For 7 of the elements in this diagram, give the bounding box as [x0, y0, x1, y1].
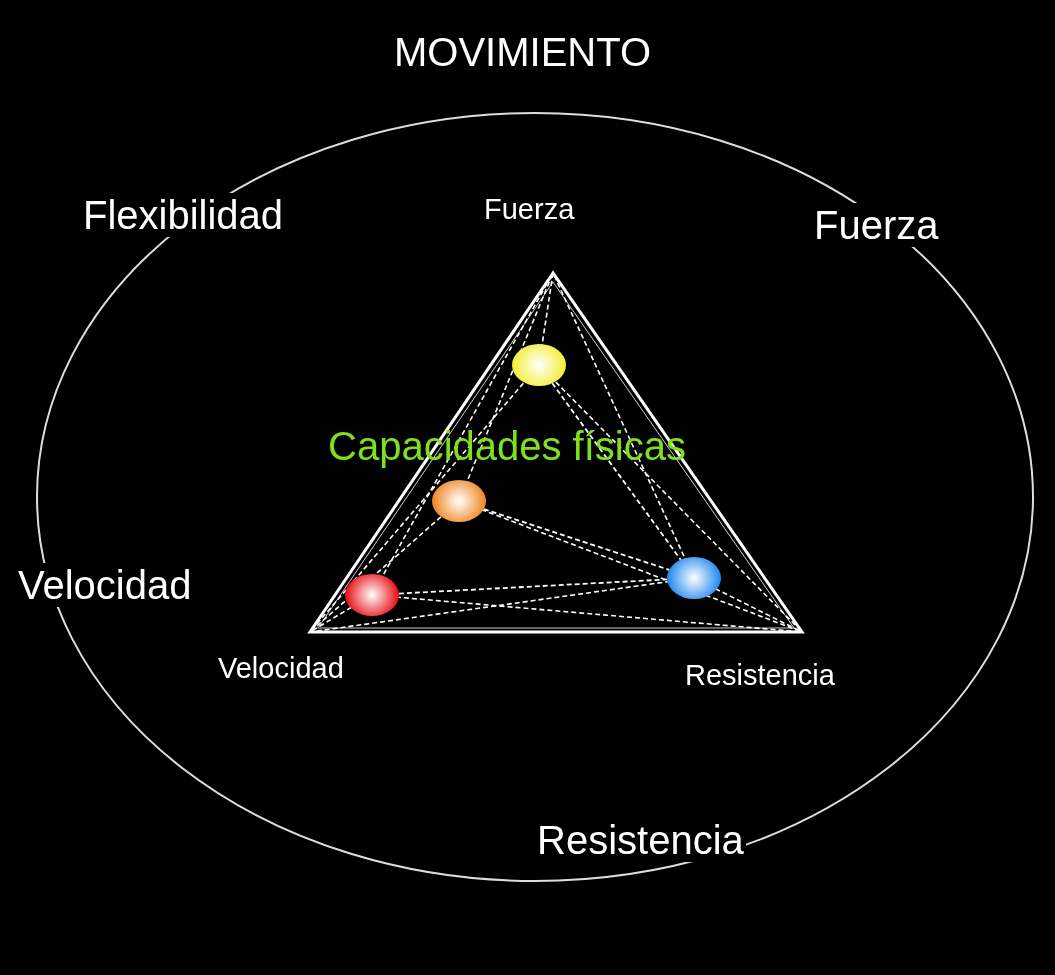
sphere — [512, 344, 566, 386]
sphere — [345, 574, 399, 616]
dashed-line — [483, 508, 670, 571]
sphere — [667, 557, 721, 599]
sphere — [432, 480, 486, 522]
dashed-line — [398, 578, 668, 595]
dashed-line — [551, 382, 682, 561]
